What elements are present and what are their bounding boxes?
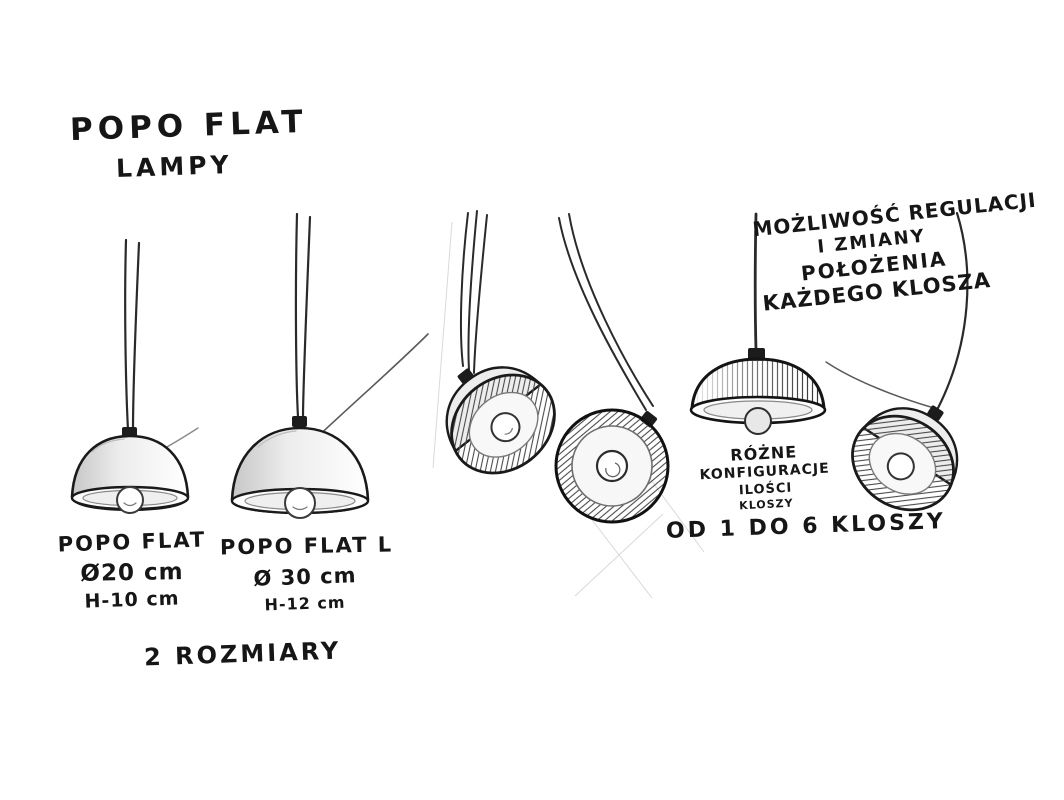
lamp-sketch-tilted-right-group: [825, 211, 969, 512]
cluster-cables: [459, 210, 654, 411]
lamp-cap: [457, 368, 474, 385]
lamp-bulb: [744, 407, 772, 435]
lamp-bulb: [595, 449, 629, 483]
lamp-bulb: [284, 487, 316, 519]
lamp-bulb: [490, 412, 521, 443]
page-subtitle: LAMPY: [115, 149, 234, 184]
lamp-cap: [292, 416, 307, 427]
lamp-bulb: [116, 486, 144, 514]
lamp-sketch-front-circle: [554, 408, 670, 524]
lamp-bulb: [886, 452, 915, 481]
lamp-sketch-tilted-left: [445, 366, 556, 475]
lamp-sketch-popo-flat-l: [230, 212, 429, 519]
annotation-configurations: RÓŻNE KONFIGURACJE ILOŚCI KLOSZY: [696, 441, 833, 515]
lamp-sketch-popo-flat: [70, 238, 199, 514]
lamp-small-diameter: Ø20 cm: [80, 559, 184, 587]
lamp-sketch-tilted-right: [851, 405, 959, 512]
lamp-sketch-wide-dome: [689, 212, 827, 435]
lamp-large-name: POPO FLAT L: [219, 532, 394, 560]
